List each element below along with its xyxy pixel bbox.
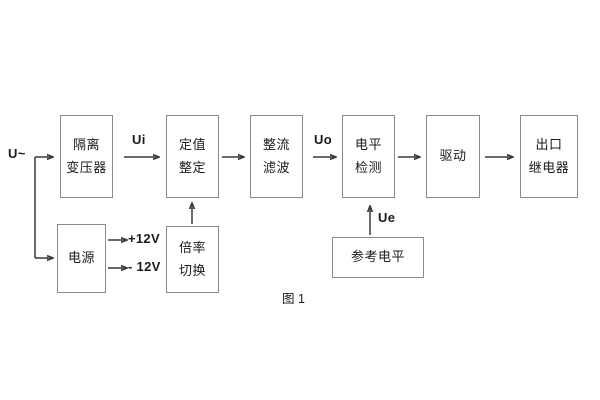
block-isolation-transformer-line2: 变压器 xyxy=(66,159,107,175)
block-setting-value[interactable]: 定值 整定 xyxy=(166,115,219,198)
block-output-relay[interactable]: 出口 继电器 xyxy=(520,115,578,198)
block-output-relay-line2: 继电器 xyxy=(528,159,570,175)
wire-input-trunk xyxy=(34,157,53,258)
label-plus-12v: +12V xyxy=(128,231,160,246)
block-multiplier-switch[interactable]: 倍率 切换 xyxy=(166,226,219,293)
block-power-supply-line1: 电源 xyxy=(67,250,95,266)
block-multiplier-switch-line2: 切换 xyxy=(178,262,206,278)
label-ue: Ue xyxy=(378,210,396,225)
label-minus-12v: - 12V xyxy=(128,259,161,274)
block-rectify-filter-line2: 滤波 xyxy=(262,159,290,175)
block-multiplier-switch-line1: 倍率 xyxy=(178,239,206,255)
block-setting-value-line2: 整定 xyxy=(178,159,206,175)
block-power-supply[interactable]: 电源 xyxy=(57,224,106,293)
block-rectify-filter[interactable]: 整流 滤波 xyxy=(250,115,303,198)
block-reference-level-line1: 参考电平 xyxy=(350,249,405,265)
block-level-detection[interactable]: 电平 检测 xyxy=(342,115,395,198)
label-input-voltage: U~ xyxy=(8,146,26,161)
block-reference-level[interactable]: 参考电平 xyxy=(332,237,424,278)
block-drive-line1: 驱动 xyxy=(439,148,467,164)
block-output-relay-line1: 出口 xyxy=(535,136,563,152)
label-ui: Ui xyxy=(132,132,146,147)
block-level-detection-line2: 检测 xyxy=(354,159,382,175)
block-level-detection-line1: 电平 xyxy=(354,136,382,152)
block-isolation-transformer-line1: 隔离 xyxy=(72,136,100,152)
label-uo: Uo xyxy=(314,132,332,147)
block-rectify-filter-line1: 整流 xyxy=(262,136,290,152)
block-setting-value-line1: 定值 xyxy=(178,136,206,152)
figure-caption: 图 1 xyxy=(282,292,305,306)
block-isolation-transformer[interactable]: 隔离 变压器 xyxy=(60,115,113,198)
block-drive[interactable]: 驱动 xyxy=(426,115,480,198)
